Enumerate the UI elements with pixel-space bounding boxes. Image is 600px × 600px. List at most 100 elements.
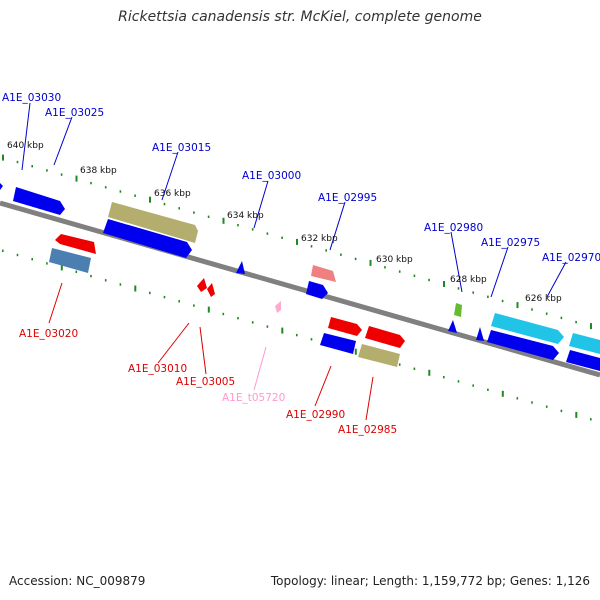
minor-tick	[384, 266, 386, 269]
gene-arrow[interactable]	[108, 202, 198, 243]
gene-arrow[interactable]	[491, 313, 564, 344]
gene-label[interactable]: A1E_03020	[19, 328, 78, 340]
minor-tick	[178, 300, 180, 303]
minor-tick	[237, 317, 239, 320]
scale-label: 630 kbp	[376, 255, 413, 265]
major-tick	[207, 306, 210, 313]
minor-tick	[472, 384, 474, 387]
minor-tick	[325, 249, 327, 252]
minor-tick	[560, 316, 563, 320]
gene-arrow[interactable]	[454, 303, 462, 317]
major-tick	[75, 175, 78, 182]
gene-label[interactable]: A1E_t05720	[222, 392, 285, 404]
minor-tick	[487, 388, 489, 391]
gene-arrow[interactable]	[306, 281, 328, 299]
minor-tick	[207, 215, 210, 218]
minor-tick	[104, 279, 107, 282]
gene-arrow[interactable]	[365, 326, 405, 348]
gene-arrow[interactable]	[320, 333, 356, 354]
minor-tick	[413, 367, 416, 370]
gene-arrow[interactable]	[448, 320, 457, 333]
major-tick	[501, 390, 504, 397]
major-tick	[2, 154, 4, 161]
gene-label[interactable]: A1E_03025	[45, 107, 104, 119]
minor-tick	[119, 190, 122, 193]
gene-label[interactable]: A1E_02970	[542, 252, 600, 264]
reverse-gene-labels: A1E_03020 A1E_03010 A1E_03005 A1E_02990 …	[19, 328, 397, 436]
gene-arrow[interactable]	[566, 350, 600, 371]
minor-tick	[237, 224, 239, 227]
minor-tick	[178, 207, 180, 210]
accession-text: Accession: NC_009879	[9, 574, 146, 588]
gene-label[interactable]: A1E_02995	[318, 192, 377, 204]
gene-arrow[interactable]	[236, 261, 245, 274]
minor-tick	[545, 312, 548, 315]
major-tick	[369, 259, 372, 266]
minor-tick	[104, 186, 107, 189]
gene-arrow[interactable]	[569, 333, 600, 354]
minor-tick	[531, 401, 533, 404]
scale-label: 638 kbp	[80, 166, 117, 176]
gene-arrow[interactable]	[476, 327, 484, 341]
minor-tick	[266, 325, 269, 328]
major-tick	[575, 411, 578, 418]
gene-label[interactable]: A1E_02980	[424, 222, 483, 234]
minor-tick	[340, 253, 342, 256]
major-tick	[60, 264, 63, 271]
minor-tick	[163, 295, 166, 299]
gene-arrow[interactable]	[311, 265, 336, 282]
gene-arrow[interactable]	[207, 283, 215, 297]
rna-gene-labels: A1E_t05720	[222, 392, 285, 404]
genome-summary-text: Topology: linear; Length: 1,159,772 bp; …	[270, 574, 590, 588]
gene-arrow[interactable]	[358, 344, 400, 367]
minor-tick	[251, 321, 254, 324]
gene-arrow[interactable]	[103, 219, 192, 258]
major-tick	[428, 369, 431, 376]
minor-tick	[501, 299, 504, 303]
minor-tick	[590, 418, 592, 421]
minor-tick	[149, 291, 151, 295]
gene-arrow[interactable]	[49, 248, 91, 273]
gene-label[interactable]: A1E_03010	[128, 363, 187, 375]
minor-tick	[354, 257, 357, 261]
gene-label[interactable]: A1E_03000	[242, 170, 301, 182]
gene-label[interactable]: A1E_03005	[176, 376, 235, 388]
minor-tick	[266, 232, 269, 235]
minor-tick	[16, 160, 19, 164]
gene-arrow[interactable]	[0, 183, 3, 190]
gene-label[interactable]: A1E_02985	[338, 424, 397, 436]
map-title: Rickettsia canadensis str. McKiel, compl…	[118, 9, 482, 25]
gene-label[interactable]: A1E_02990	[286, 409, 345, 421]
gene-arrow[interactable]	[328, 317, 362, 336]
gene-label[interactable]: A1E_03030	[2, 92, 61, 104]
minor-tick	[31, 258, 33, 261]
minor-tick	[310, 338, 313, 341]
minor-tick	[2, 249, 4, 252]
major-tick	[516, 302, 519, 309]
major-tick	[443, 281, 445, 287]
minor-tick	[193, 304, 195, 307]
major-tick	[281, 327, 284, 334]
minor-tick	[443, 376, 445, 379]
minor-tick	[90, 181, 92, 185]
minor-tick	[531, 308, 533, 311]
minor-tick	[31, 165, 33, 168]
major-tick	[222, 217, 225, 224]
gene-arrow[interactable]	[275, 301, 281, 313]
minor-tick	[296, 333, 298, 337]
gene-arrow[interactable]	[55, 234, 96, 254]
gene-features	[0, 183, 600, 371]
gene-arrow[interactable]	[197, 278, 207, 292]
forward-gene-labels: A1E_03030 A1E_03025 A1E_03015 A1E_03000 …	[2, 92, 600, 264]
minor-tick	[251, 228, 254, 231]
minor-tick	[193, 211, 195, 214]
gene-arrow[interactable]	[13, 187, 65, 215]
genome-backbone	[0, 200, 600, 378]
gene-arrow[interactable]	[487, 330, 559, 360]
minor-tick	[310, 245, 313, 248]
gene-label[interactable]: A1E_02975	[481, 237, 540, 249]
minor-tick	[134, 194, 136, 197]
minor-tick	[46, 262, 48, 265]
gene-label[interactable]: A1E_03015	[152, 142, 211, 154]
